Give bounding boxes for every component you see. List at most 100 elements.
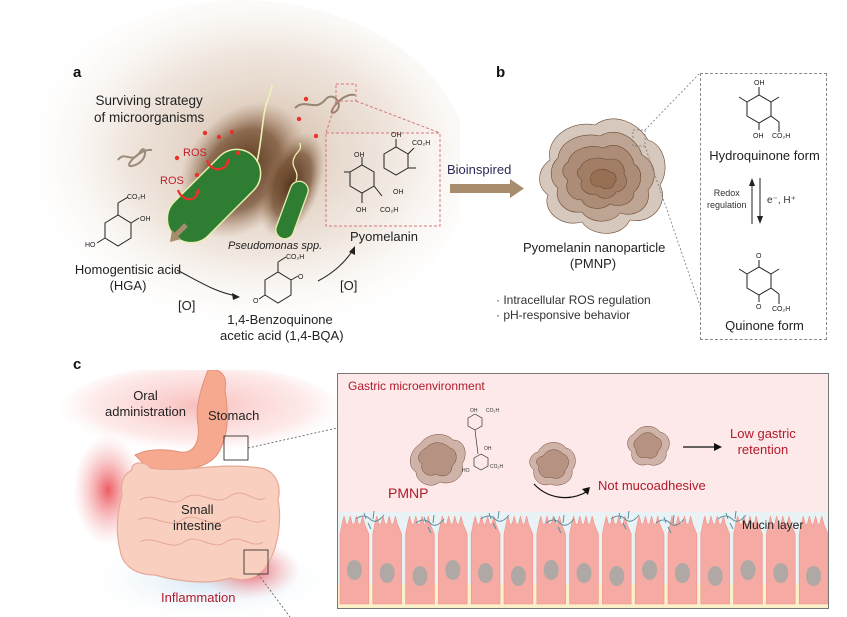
epithelial-cell [372, 515, 402, 605]
small-intestine-label: Small intestine [173, 502, 221, 534]
pyo-oh3: OH [393, 189, 404, 196]
epithelial-cell [602, 515, 632, 605]
svg-text:OH: OH [470, 408, 478, 414]
hga-structure [96, 196, 140, 247]
bqa-o2: O [253, 298, 259, 305]
hga-co2h: CO₂H [127, 194, 145, 201]
small-bacterium [275, 142, 309, 240]
arrow-up-icon [749, 178, 755, 186]
inflammation-label: Inflammation [161, 590, 236, 605]
cell-nucleus [445, 560, 461, 580]
quinone-label: Quinone form [725, 318, 804, 333]
bqa-co2h: CO₂H [286, 254, 304, 261]
pigment-squiggle-right [294, 93, 356, 114]
panel-a: a Surviving strategy of microorganisms [0, 0, 460, 360]
oxidation-label-1: [O] [178, 298, 196, 313]
q-o2: O [756, 304, 762, 311]
low-line-1: Low gastric [730, 426, 796, 441]
low-line-2: retention [737, 442, 789, 457]
epithelial-cell [569, 515, 599, 605]
q-co2h: CO₂H [772, 306, 790, 313]
q-o1: O [756, 253, 762, 260]
ros-label-1: ROS [183, 147, 207, 159]
pmnp-abbr: (PMNP) [569, 256, 617, 271]
svg-text:CO₂H: CO₂H [486, 408, 499, 414]
cell-nucleus [609, 566, 625, 586]
pmnp-single-2 [627, 426, 670, 466]
gastric-title: Gastric microenvironment [348, 379, 485, 393]
cell-nucleus [576, 563, 592, 583]
hydroquinone-label: Hydroquinone form [709, 148, 820, 163]
pyo-oh4: OH [356, 207, 367, 214]
hq-oh2: OH [753, 133, 764, 140]
feature-ph: · pH-responsive behavior [496, 308, 631, 322]
pyo-co2h2: CO₂H [380, 207, 398, 214]
svg-text:OH: OH [484, 446, 492, 452]
gi-tract-illustration [60, 370, 340, 617]
title-line-1: Surviving strategy [95, 93, 203, 108]
oxidation-label-2: [O] [340, 278, 358, 293]
svg-text:CO₂H: CO₂H [490, 464, 503, 470]
bqa-line-1: 1,4-Benzoquinone [227, 312, 333, 327]
redox-line-1: Redox [713, 188, 740, 198]
epithelial-cell [700, 515, 730, 605]
pyo-oh2: OH [391, 132, 402, 139]
cell-nucleus [642, 560, 658, 580]
cell-nucleus [412, 566, 428, 586]
pmnp-cluster [409, 434, 466, 486]
reaction-arrow-1 [176, 269, 238, 297]
hga-name: Homogentisic acid [74, 262, 182, 277]
cell-nucleus [740, 560, 756, 580]
hq-co2h: CO₂H [772, 133, 790, 140]
mucin-strand [610, 510, 640, 530]
gastric-box: OH CO₂H OH CO₂H HO Gastric microenvironment… [337, 373, 829, 609]
pmnp-particle [539, 118, 666, 234]
redox-box: OH OH CO₂H O O CO₂H Hydroquinone form Re… [700, 73, 827, 340]
pmnp-chem-structure [467, 413, 489, 471]
ros-arrow-2 [176, 189, 200, 201]
mucin-strand [415, 514, 445, 534]
electron-label: e⁻, H⁺ [767, 195, 796, 206]
cell-nucleus [379, 563, 395, 583]
cell-nucleus [806, 566, 822, 586]
pyo-oh1: OH [354, 152, 365, 159]
cell-nucleus [707, 566, 723, 586]
epithelium-illustration: OH CO₂H OH CO₂H HO [339, 408, 828, 605]
cell-nucleus [510, 566, 526, 586]
quinone-structure [738, 260, 780, 304]
intestine-folds [137, 492, 266, 546]
ros-label-2: ROS [160, 175, 184, 187]
mucin-strand [480, 510, 510, 530]
reaction-arrow-2 [317, 249, 354, 282]
bqa-line-2: acetic acid (1,4-BQA) [220, 328, 344, 343]
hga-abbr: (HGA) [109, 278, 147, 293]
epithelial-cell [667, 515, 698, 605]
bacteria-illustration: CO₂H OH HO CO₂H O O OH OH CO₂H OH OH CO₂… [85, 83, 441, 305]
pmnp-c-label: PMNP [388, 485, 429, 501]
pigment-squiggle-left [117, 148, 153, 168]
bqa-structure [258, 256, 299, 304]
cell-nucleus [543, 560, 559, 580]
pmnp-label: Pyomelanin nanoparticle (PMNP) [523, 240, 666, 272]
hq-oh1: OH [754, 80, 765, 87]
curved-arrow [533, 483, 589, 499]
secretion-arrow [173, 223, 188, 238]
oral-line-2: administration [105, 404, 186, 419]
cell-nucleus [346, 560, 362, 580]
surviving-strategy-title: Surviving strategy of microorganisms [94, 92, 204, 126]
cell-nucleus [478, 563, 494, 583]
small-line-1: Small [180, 502, 214, 517]
zoom-lines-b [632, 72, 701, 307]
ros-arrow-1 [205, 159, 230, 171]
pyo-co2h1: CO₂H [412, 140, 430, 147]
bioinspired-arrow [450, 179, 524, 198]
pmnp-name: Pyomelanin nanoparticle [523, 240, 666, 255]
epithelial-cell [766, 515, 796, 605]
svg-text:HO: HO [462, 468, 470, 474]
feature-ros: · Intracellular ROS regulation [496, 293, 651, 307]
ros-dots [174, 96, 319, 178]
pyomelanin-label: Pyomelanin [350, 229, 418, 244]
stomach-label: Stomach [208, 408, 260, 423]
redox-label: Redox regulation [707, 187, 747, 211]
organism-label: Pseudomonas spp. [228, 240, 323, 252]
